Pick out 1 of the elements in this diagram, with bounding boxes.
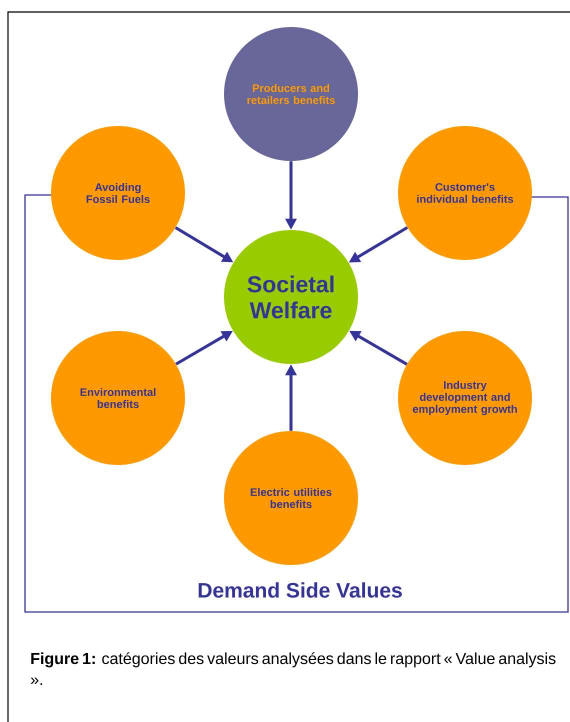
caption: Figure 1: catégories des valeurs analysées dans le rapport « Value analysis ». (30, 652, 556, 685)
